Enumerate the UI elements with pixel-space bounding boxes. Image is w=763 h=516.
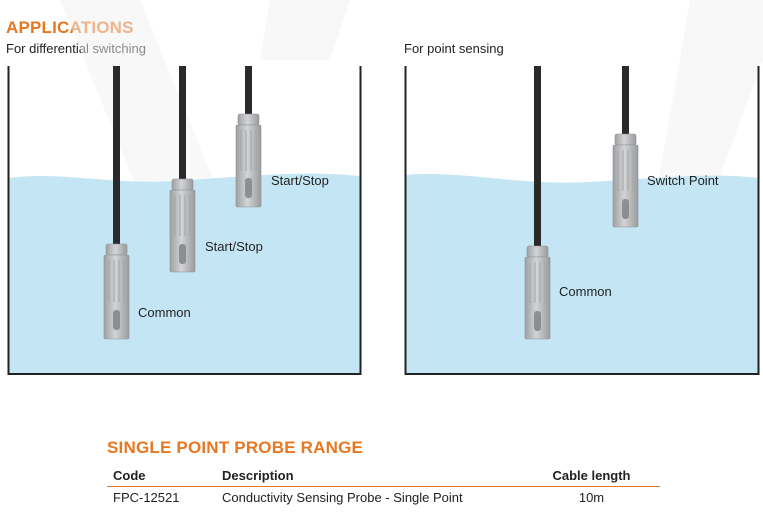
cell-code: FPC-12521 bbox=[113, 490, 180, 505]
probe-sensor-slot bbox=[534, 311, 541, 331]
probe-body bbox=[612, 144, 639, 228]
table-row: FPC-12521 Conductivity Sensing Probe - S… bbox=[107, 487, 660, 509]
applications-diagram: Start/Stop Start/Stop Common Switch Poin… bbox=[7, 66, 760, 375]
right-tank-water bbox=[406, 174, 758, 374]
probe-cable bbox=[534, 66, 541, 252]
left-tank-outline bbox=[7, 66, 362, 375]
probe-cable bbox=[245, 66, 252, 119]
probe-gland-nut bbox=[614, 133, 637, 146]
label-start-stop-lower: Start/Stop bbox=[205, 239, 263, 254]
column-code: Code bbox=[107, 466, 216, 487]
probe-right-switch-point bbox=[612, 66, 639, 228]
probe-cable bbox=[113, 66, 120, 248]
probe-sensor-slot bbox=[113, 310, 120, 330]
probe-gland-nut bbox=[526, 245, 549, 258]
probe-gland-nut bbox=[237, 113, 260, 126]
right-caption: For point sensing bbox=[404, 41, 504, 56]
left-tank bbox=[7, 66, 362, 375]
label-start-stop-upper: Start/Stop bbox=[271, 173, 329, 188]
label-switch-point: Switch Point bbox=[647, 173, 719, 188]
probe-sensor-slot bbox=[245, 178, 252, 198]
probe-body bbox=[524, 256, 551, 340]
probe-body bbox=[235, 124, 262, 208]
probe-gland-nut bbox=[105, 243, 128, 256]
right-tank bbox=[404, 66, 760, 375]
probe-range-heading: SINGLE POINT PROBE RANGE bbox=[107, 438, 364, 457]
table-header-row: Code Description Cable length bbox=[107, 466, 660, 487]
cell-cable-length: 10m bbox=[578, 490, 605, 505]
column-cable-length: Cable length bbox=[523, 466, 660, 487]
probe-cable bbox=[622, 66, 629, 139]
probe-left-common bbox=[103, 66, 130, 340]
probe-sensor-slot bbox=[179, 244, 186, 264]
probe-left-start-stop-upper bbox=[235, 66, 262, 208]
probe-gland-nut bbox=[171, 178, 194, 191]
probe-body bbox=[103, 254, 130, 340]
label-common-left: Common bbox=[138, 305, 191, 320]
probe-sensor-slot bbox=[622, 199, 629, 219]
left-tank-water bbox=[9, 173, 360, 374]
probe-right-common bbox=[524, 66, 551, 340]
probe-cable bbox=[179, 66, 186, 184]
label-common-right: Common bbox=[559, 284, 612, 299]
cell-description: Conductivity Sensing Probe - Single Poin… bbox=[222, 490, 463, 505]
probe-range-table: Code Description Cable length FPC-12521 … bbox=[107, 466, 660, 508]
right-tank-outline bbox=[404, 66, 760, 375]
probe-left-start-stop-lower bbox=[169, 66, 196, 273]
probe-body bbox=[169, 189, 196, 273]
column-description: Description bbox=[216, 466, 523, 487]
